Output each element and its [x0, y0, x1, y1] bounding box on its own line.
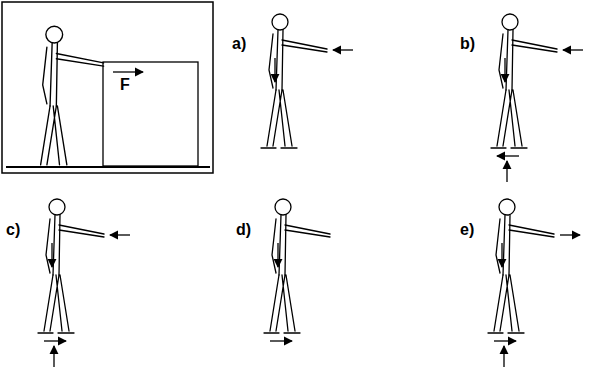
option-letter: c) — [6, 222, 20, 238]
option-letter: d) — [236, 222, 251, 238]
force-label: F — [120, 77, 130, 93]
option-letter: a) — [232, 36, 246, 52]
option-letter: b) — [460, 36, 475, 52]
option-letter: e) — [460, 222, 474, 238]
